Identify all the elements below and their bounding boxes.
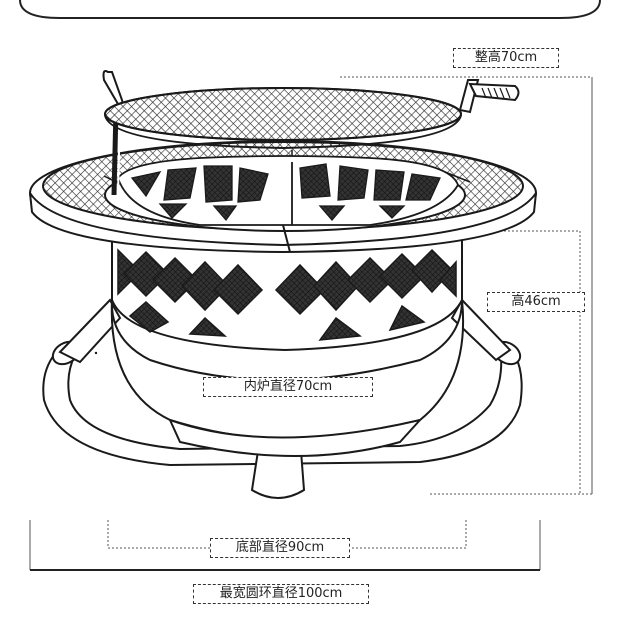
top-frame-edge xyxy=(19,0,601,19)
inner-diameter-label: 内炉直径70cm xyxy=(203,377,373,397)
legs xyxy=(58,298,512,499)
grill-grate xyxy=(102,70,520,196)
lower-bowl xyxy=(110,299,465,457)
mark-dot xyxy=(94,351,98,355)
firebowl xyxy=(111,239,463,352)
overall-height-label: 整高70cm xyxy=(453,48,559,68)
inner-bowl-view xyxy=(116,155,459,226)
ring-diameter-label: 最宽圆环直径100cm xyxy=(193,584,369,604)
dimension-lines xyxy=(29,76,593,571)
base-diameter-label: 底部直径90cm xyxy=(210,538,350,558)
height-label: 高46cm xyxy=(487,292,585,312)
fire-bowl-cutouts xyxy=(117,248,457,341)
